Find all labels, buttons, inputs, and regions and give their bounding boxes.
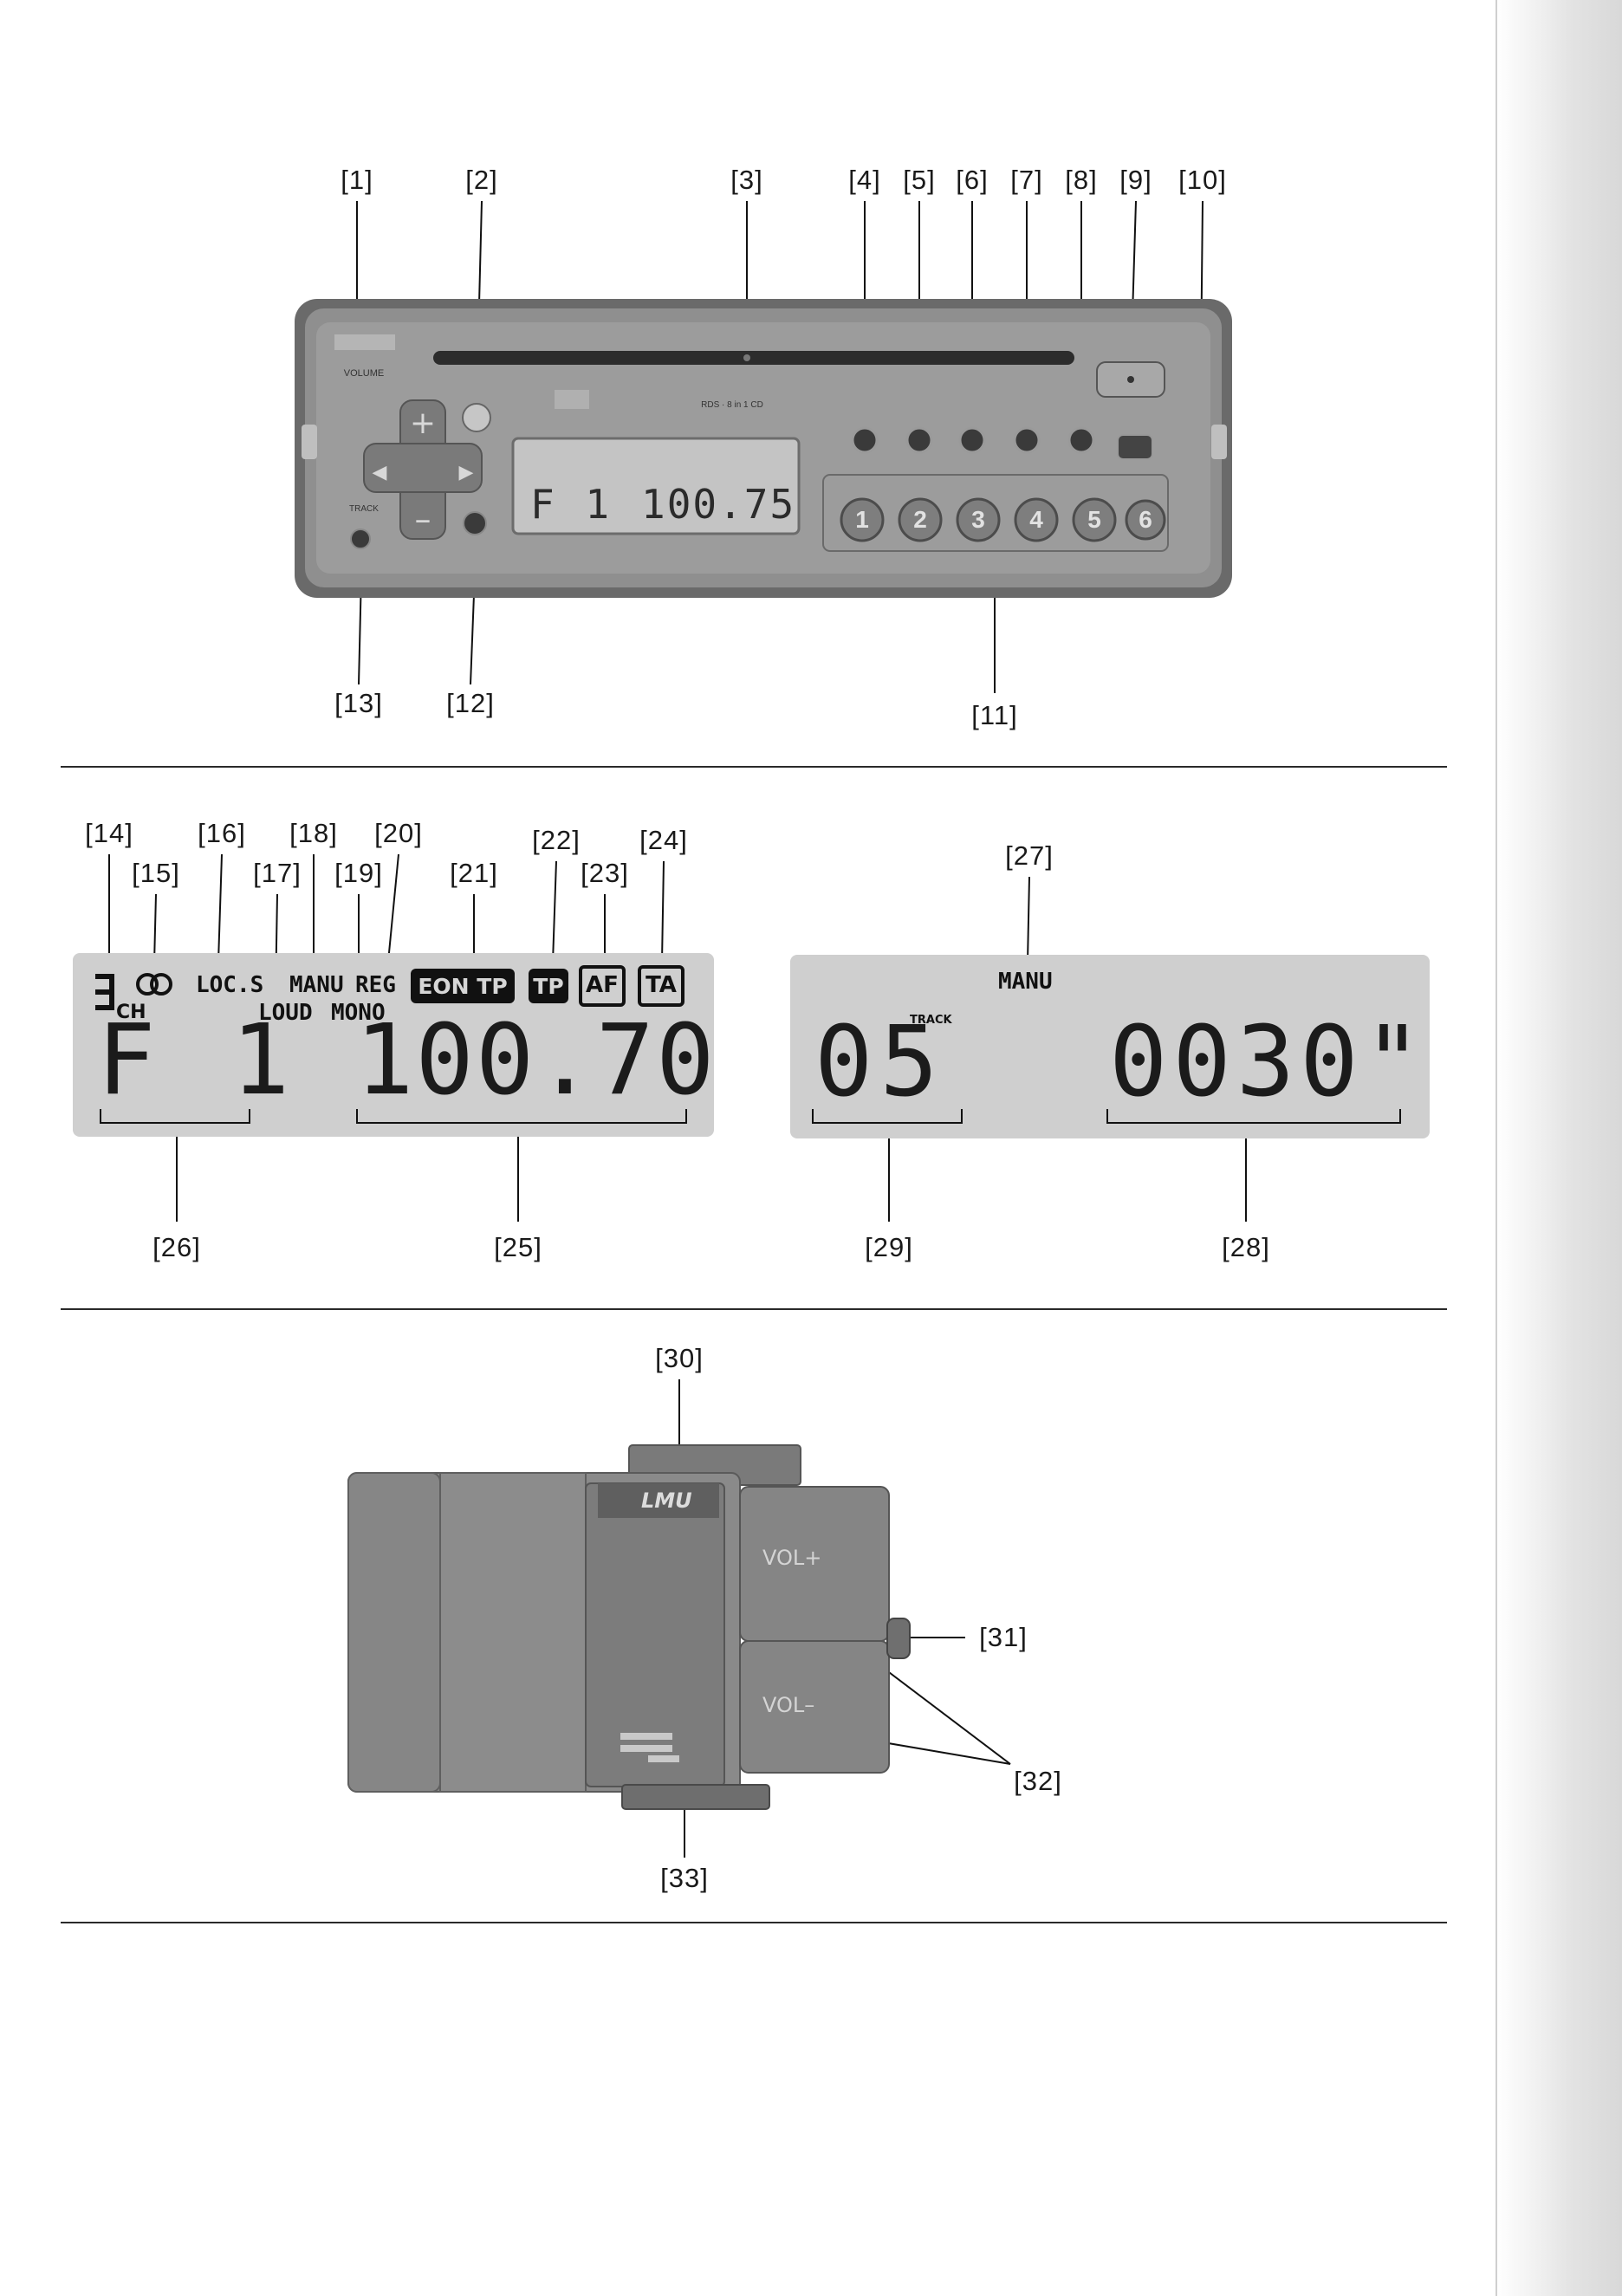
callout-22: [22] xyxy=(532,825,581,855)
callout-8: [8] xyxy=(1065,165,1098,195)
cd-lcd-time: 0030" xyxy=(1109,1006,1428,1119)
callout-23: [23] xyxy=(581,858,629,888)
radio-front-panel: VOLUME + – ◀ ▶ TRACK RDS · 8 in 1 CD xyxy=(295,200,1232,693)
radio-lcd-frequency: 100.75 xyxy=(641,481,796,528)
callout-19: [19] xyxy=(334,858,383,888)
svg-text:–: – xyxy=(415,500,431,538)
callout-31: [31] xyxy=(979,1622,1028,1652)
remote-vol-plus-button[interactable]: VOL+ xyxy=(762,1546,822,1570)
cd-lcd-track-label: TRACK xyxy=(910,1014,952,1027)
divider-2 xyxy=(61,1308,1447,1310)
callout-28: [28] xyxy=(1222,1232,1270,1262)
preset-button-5[interactable]: 5 xyxy=(1087,506,1101,533)
callout-14: [14] xyxy=(85,818,133,848)
callout-11: [11] xyxy=(971,700,1018,730)
callout-5: [5] xyxy=(903,165,936,195)
callout-16: [16] xyxy=(198,818,246,848)
callout-10: [10] xyxy=(1178,165,1227,195)
remote-brand-label: LMU xyxy=(641,1489,692,1513)
callout-32: [32] xyxy=(1014,1766,1062,1796)
preset-button-4[interactable]: 4 xyxy=(1029,506,1043,533)
cd-lcd-track: 05 xyxy=(814,1006,945,1119)
callout-12: [12] xyxy=(446,688,495,718)
callout-6: [6] xyxy=(956,165,989,195)
callout-13: [13] xyxy=(334,688,383,718)
callout-25: [25] xyxy=(494,1232,542,1262)
preset-button-1[interactable]: 1 xyxy=(855,506,869,533)
radio-lcd-panel xyxy=(73,853,714,1222)
callout-17: [17] xyxy=(253,858,302,888)
lcd-tp: TP xyxy=(533,974,564,999)
lcd-af: AF xyxy=(586,972,619,998)
cd-lcd-manu: MANU xyxy=(998,969,1053,995)
remote-control xyxy=(347,1379,1011,1858)
lcd-band: F 1 xyxy=(97,1004,299,1117)
lcd-mono: MONO xyxy=(331,1000,386,1026)
lcd-loc-s: LOC.S xyxy=(196,972,264,998)
callout-9: [9] xyxy=(1119,165,1152,195)
scan-edge-shading xyxy=(1495,0,1622,2296)
callout-3: [3] xyxy=(730,165,763,195)
svg-text:TRACK: TRACK xyxy=(349,504,379,514)
scan-edge-line xyxy=(1495,0,1497,2296)
callout-21: [21] xyxy=(450,858,498,888)
callout-30: [30] xyxy=(655,1343,704,1373)
callout-20: [20] xyxy=(374,818,423,848)
remote-vol-minus-button[interactable]: VOL– xyxy=(762,1693,815,1717)
preset-button-2[interactable]: 2 xyxy=(913,506,927,533)
callout-29: [29] xyxy=(865,1232,913,1262)
callout-18: [18] xyxy=(289,818,338,848)
svg-text:▶: ▶ xyxy=(459,462,474,483)
lcd-ta: TA xyxy=(646,972,677,998)
lcd-reg: REG xyxy=(355,972,396,998)
divider-1 xyxy=(61,766,1447,768)
radio-lcd-band: F 1 xyxy=(530,481,613,528)
svg-text:VOLUME: VOLUME xyxy=(344,368,384,379)
lcd-eon-tp: EON TP xyxy=(418,974,508,999)
callout-7: [7] xyxy=(1010,165,1043,195)
callout-27: [27] xyxy=(1005,840,1054,871)
callout-2: [2] xyxy=(465,165,498,195)
callout-1: [1] xyxy=(341,165,373,195)
svg-text:RDS · 8 in 1 CD: RDS · 8 in 1 CD xyxy=(701,400,763,410)
preset-button-6[interactable]: 6 xyxy=(1139,506,1152,533)
callout-24: [24] xyxy=(639,825,688,855)
lcd-manu: MANU xyxy=(289,972,344,998)
svg-text:◀: ◀ xyxy=(373,462,387,483)
divider-3 xyxy=(61,1922,1447,1923)
callout-26: [26] xyxy=(152,1232,201,1262)
callout-4: [4] xyxy=(848,165,881,195)
callout-15: [15] xyxy=(132,858,180,888)
svg-text:+: + xyxy=(410,405,436,441)
callout-33: [33] xyxy=(660,1863,709,1893)
lcd-frequency: 100.70 xyxy=(355,1004,717,1117)
cd-lcd-panel xyxy=(790,876,1430,1222)
lcd-loud: LOUD xyxy=(258,1000,313,1026)
lcd-ch-label: CH xyxy=(116,1002,146,1023)
preset-button-3[interactable]: 3 xyxy=(971,506,985,533)
